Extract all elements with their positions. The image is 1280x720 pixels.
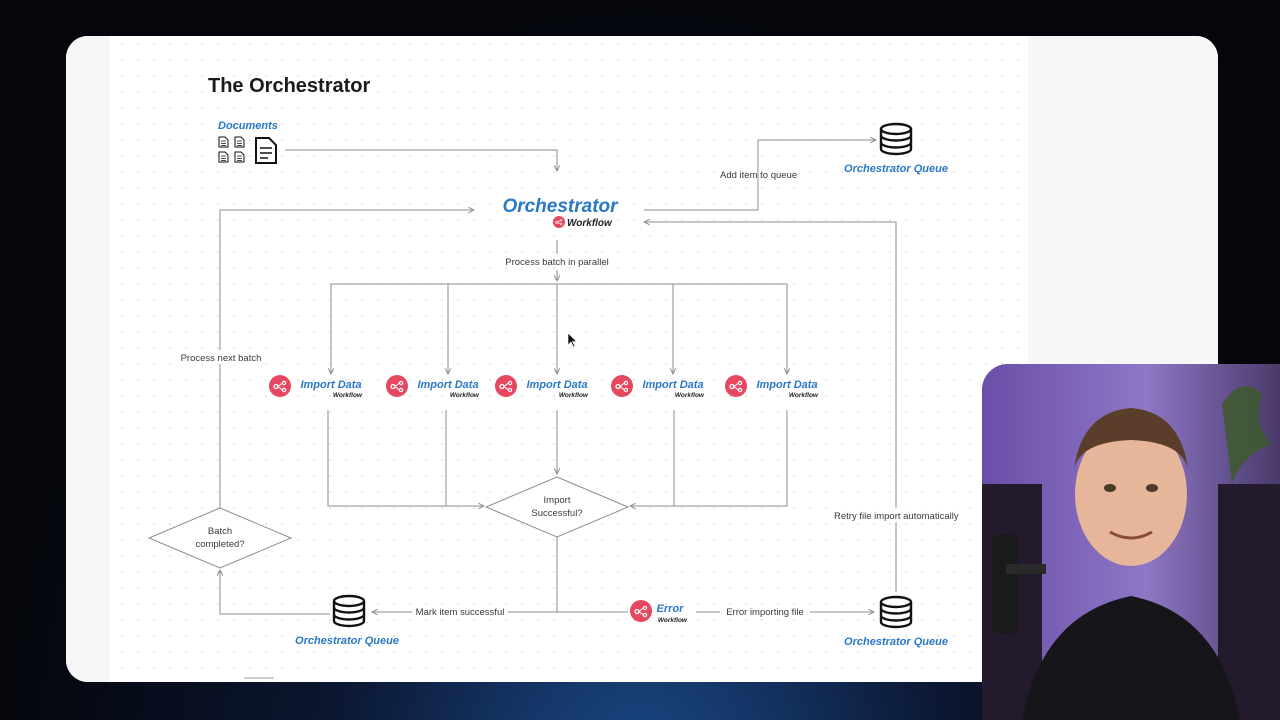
orchestrator-to-queue-arrow (644, 140, 876, 211)
add-item-label: Add item to queue (720, 170, 797, 181)
svg-text:Workflow: Workflow (789, 392, 819, 399)
import-successful-decision: Import Successful? (484, 476, 630, 538)
svg-text:Workflow: Workflow (658, 617, 688, 624)
mouse-cursor-icon (567, 332, 578, 348)
svg-text:Workflow: Workflow (559, 392, 589, 399)
svg-text:Import Data: Import Data (526, 379, 587, 391)
mark-success-label: Mark item successful (416, 607, 505, 618)
svg-text:Workflow: Workflow (333, 392, 363, 399)
svg-text:Import Data: Import Data (300, 379, 361, 391)
retry-label-bg (832, 508, 962, 522)
import-node-5: Import Data Workflow (724, 374, 819, 399)
svg-text:Batch: Batch (208, 526, 232, 537)
import-node-4: Import Data Workflow (610, 374, 705, 399)
presenter-webcam (982, 364, 1280, 720)
process-next-label: Process next batch (181, 353, 262, 364)
presenter-video (982, 364, 1280, 720)
svg-text:Successful?: Successful? (531, 508, 582, 519)
svg-text:Workflow: Workflow (450, 392, 480, 399)
next-batch-label-bg (178, 350, 264, 364)
database-icon (879, 122, 913, 156)
process-batch-label: Process batch in parallel (505, 257, 609, 268)
slide-left-margin (66, 36, 110, 682)
svg-text:Import Data: Import Data (417, 379, 478, 391)
documents-to-orchestrator-arrow (285, 149, 557, 171)
orchestrator-workflow-icon (552, 215, 566, 229)
import-node-2: Import Data Workflow (385, 374, 480, 399)
svg-text:Workflow: Workflow (675, 392, 705, 399)
queue-bottom-right-label: Orchestrator Queue (844, 636, 948, 648)
error-label-bg (720, 605, 810, 619)
batch-completed-decision: Batch completed? (147, 507, 293, 569)
success-label-bg (412, 605, 508, 619)
retry-label: Retry file import automatically (834, 511, 959, 522)
retry-arrow (644, 222, 897, 592)
queue-top-label: Orchestrator Queue (844, 163, 948, 175)
database-icon (879, 595, 913, 629)
queue-to-batch-arrow (220, 570, 330, 615)
orchestrator-title: Orchestrator (502, 196, 619, 217)
documents-icon (218, 136, 277, 164)
converge-arrow-1 (327, 410, 484, 506)
orchestrator-diagram: The Orchestrator Documents Orchestrator … (147, 75, 962, 648)
queue-bottom-left-label: Orchestrator Queue (295, 635, 399, 647)
next-batch-arrow (219, 210, 474, 508)
documents-label: Documents (218, 120, 278, 132)
orchestrator-badge: Workflow (567, 218, 613, 229)
svg-text:Import Data: Import Data (756, 379, 817, 391)
svg-text:Error: Error (657, 603, 685, 615)
svg-text:Import: Import (544, 495, 571, 506)
slide-page-indicator (244, 677, 274, 679)
slide-title: The Orchestrator (208, 75, 370, 97)
database-icon (332, 594, 366, 628)
import-node-1: Import Data Workflow (268, 374, 363, 399)
svg-text:completed?: completed? (195, 539, 244, 550)
converge-arrow-5 (630, 410, 788, 506)
error-node: Error Workflow (629, 599, 688, 624)
svg-text:Import Data: Import Data (642, 379, 703, 391)
import-node-3: Import Data Workflow (494, 374, 589, 399)
error-importing-label: Error importing file (726, 607, 804, 618)
